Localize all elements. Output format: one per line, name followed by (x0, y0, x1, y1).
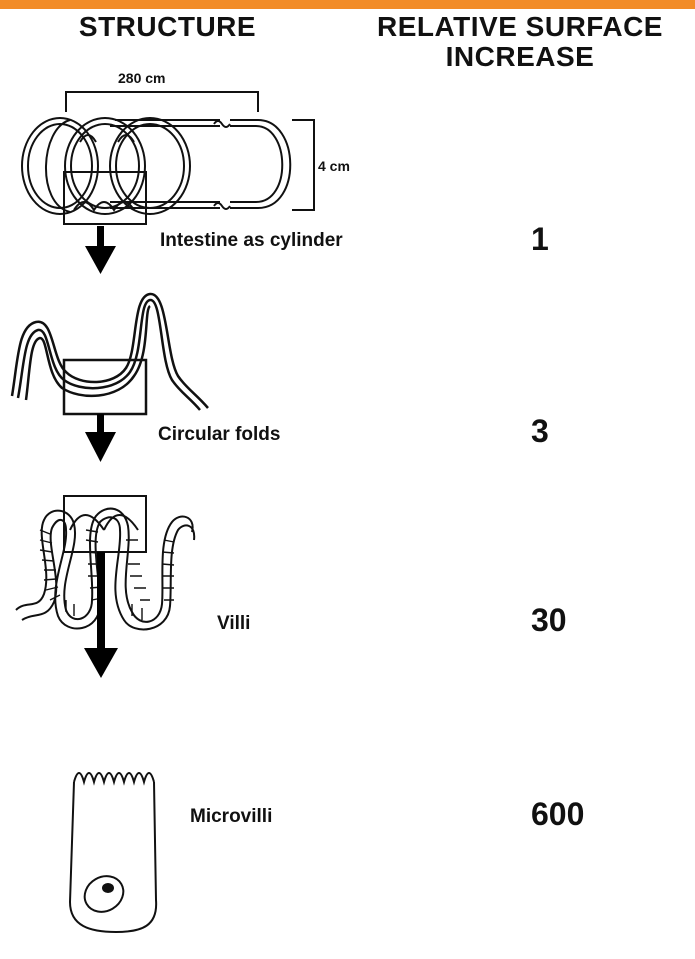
down-arrow (85, 226, 116, 274)
stage-label-microvilli: Microvilli (190, 806, 272, 828)
length-dimension: 280 cm (118, 70, 165, 86)
villi-illustration (16, 496, 194, 629)
stage-label-villi: Villi (217, 613, 250, 635)
stage-value-intestine-cylinder: 1 (531, 222, 549, 256)
cylinder-illustration (22, 92, 314, 224)
stage-value-villi: 30 (531, 603, 567, 637)
diameter-dimension: 4 cm (318, 158, 350, 174)
down-arrow (84, 552, 118, 678)
cell-nucleus (78, 869, 130, 918)
length-bracket (66, 92, 258, 112)
down-arrow (85, 414, 116, 462)
diameter-bracket (292, 120, 314, 210)
circular-folds-illustration (12, 294, 208, 414)
microvilli-cell-illustration (70, 773, 156, 932)
stage-value-microvilli: 600 (531, 797, 584, 831)
stage-label-circular-folds: Circular folds (158, 424, 280, 446)
stage-label-intestine-cylinder: Intestine as cylinder (160, 230, 343, 252)
stage-value-circular-folds: 3 (531, 414, 549, 448)
